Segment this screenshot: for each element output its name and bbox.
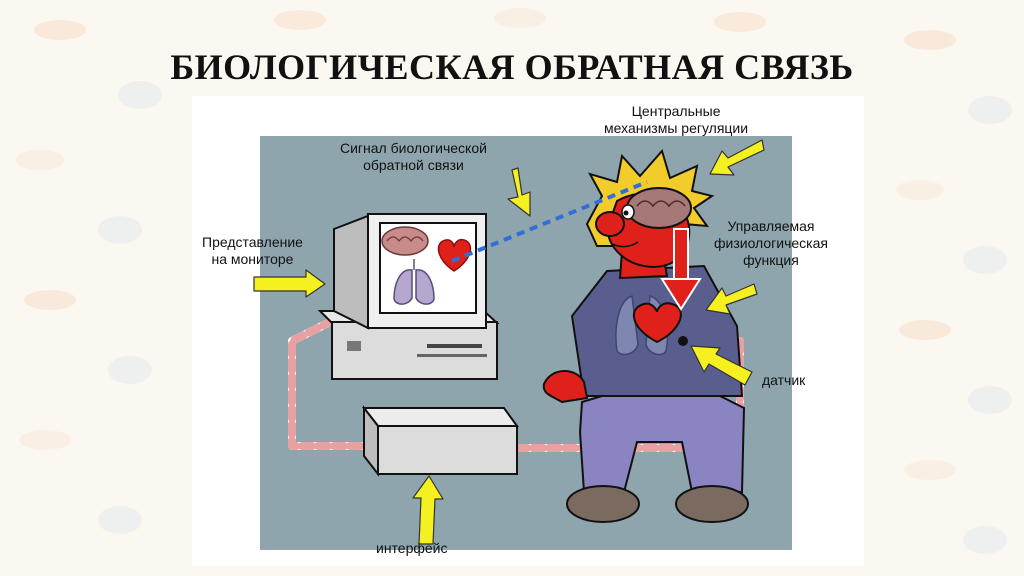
feedback-signal-line (451, 180, 648, 263)
left-shoe (566, 485, 640, 523)
biofeedback-diagram (253, 136, 792, 550)
label-interface: интерфейс (376, 540, 448, 556)
label-monitor-line1: Представление (202, 234, 303, 250)
label-signal-line1: Сигнал биологической (340, 140, 487, 156)
monitor-side (333, 214, 369, 330)
heart-icon (437, 238, 472, 272)
page-title: БИОЛОГИЧЕСКАЯ ОБРАТНАЯ СВЯЗЬ (170, 47, 854, 87)
interface-device (361, 405, 519, 477)
arrow-interface (412, 475, 444, 545)
regulation-arrow (660, 228, 702, 311)
brain-icon (381, 226, 429, 256)
sensor-node (678, 336, 688, 346)
arrow-signal (507, 167, 531, 217)
label-function-line2: физиологическая (714, 235, 828, 251)
label-monitor-display: Представление на мониторе (202, 234, 303, 268)
label-monitor-line2: на мониторе (211, 251, 294, 267)
label-feedback-signal: Сигнал биологической обратной связи (340, 140, 487, 174)
computer (317, 213, 500, 380)
arrow-sensor (690, 345, 753, 386)
arrow-function (705, 283, 758, 315)
label-central-line1: Центральные (631, 103, 721, 119)
chest-heart (632, 302, 682, 344)
arrow-monitor (253, 269, 326, 298)
lungs-icon (393, 259, 435, 305)
person-nose (595, 211, 625, 237)
label-sensor: датчик (762, 372, 806, 388)
label-physiological-function: Управляемая физиологическая функция (714, 218, 828, 269)
pointer-arrows (253, 139, 765, 545)
label-central-mechanisms: Центральные механизмы регуляции (604, 103, 748, 137)
person-hand (542, 370, 589, 404)
label-function-line1: Управляемая (727, 218, 815, 234)
label-central-line2: механизмы регуляции (604, 120, 749, 136)
arrow-central (709, 139, 765, 176)
label-function-line3: функция (743, 252, 799, 268)
person-brain (626, 187, 692, 229)
label-signal-line2: обратной связи (363, 157, 464, 173)
right-shoe (675, 485, 749, 523)
